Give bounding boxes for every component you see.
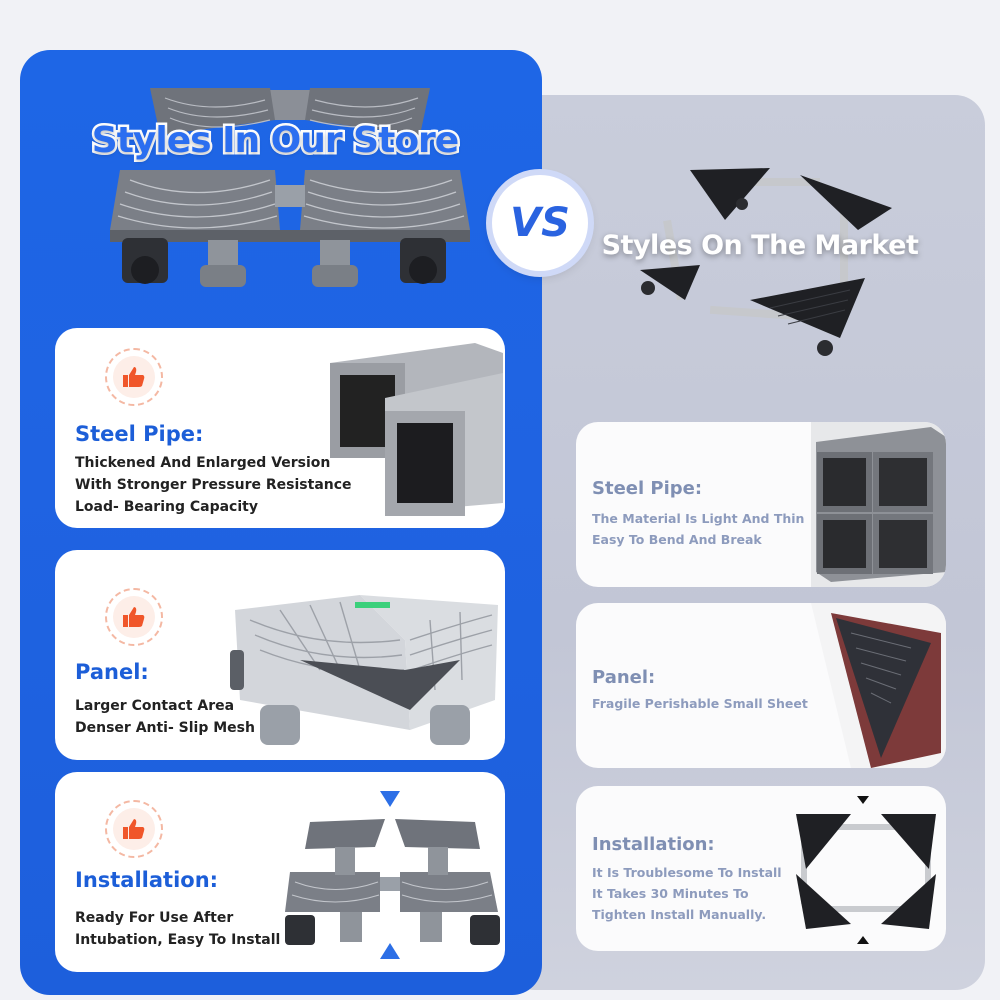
our-panel-heading: Panel:: [75, 660, 149, 684]
thumbs-up-icon: [105, 800, 163, 858]
our-steel-pipe-card: Steel Pipe: Thickened And Enlarged Versi…: [55, 328, 505, 528]
market-installation-card: Installation: It Is Troublesome To Insta…: [576, 786, 946, 951]
thumbs-up-icon: [105, 348, 163, 406]
market-steel-pipe-heading: Steel Pipe:: [592, 478, 703, 499]
market-installation-heading: Installation:: [592, 834, 715, 855]
our-panel-card: Panel: Larger Contact Area Denser Anti- …: [55, 550, 505, 760]
market-panel-card: Panel: Fragile Perishable Small Sheet: [576, 603, 946, 768]
our-steel-pipe-description: Thickened And Enlarged Version With Stro…: [75, 455, 352, 515]
manual-installation-image: [796, 796, 936, 944]
market-panel-description: Fragile Perishable Small Sheet: [592, 696, 808, 711]
our-store-title: Styles In Our Store: [89, 118, 461, 164]
thick-steel-pipe-image: [330, 343, 503, 516]
market-panel-heading: Panel:: [592, 667, 656, 688]
thin-steel-pipe-image: [811, 422, 946, 587]
arrow-up-icon: [380, 943, 400, 959]
vs-badge: VS: [492, 175, 588, 271]
our-steel-pipe-heading: Steel Pipe:: [75, 422, 204, 446]
arrow-down-icon: [380, 791, 400, 807]
market-title: Styles On The Market: [601, 230, 919, 261]
easy-installation-image: [285, 791, 500, 959]
arrow-down-icon: [857, 796, 869, 804]
small-sheet-panel-image: [811, 603, 946, 768]
arrow-up-icon: [857, 936, 869, 944]
thumbs-up-icon: [105, 588, 163, 646]
market-steel-pipe-card: Steel Pipe: The Material Is Light And Th…: [576, 422, 946, 587]
our-installation-description: Ready For Use After Intubation, Easy To …: [75, 910, 281, 948]
market-installation-description: It Is Troublesome To Install It Takes 30…: [592, 865, 782, 922]
anti-slip-panel-image: [230, 595, 498, 745]
market-steel-pipe-description: The Material Is Light And Thin Easy To B…: [592, 511, 805, 547]
market-base-image: [640, 168, 892, 356]
our-installation-card: Installation: Ready For Use After Intuba…: [55, 772, 505, 972]
our-store-base-image: [110, 88, 470, 287]
our-panel-description: Larger Contact Area Denser Anti- Slip Me…: [75, 698, 255, 736]
our-installation-heading: Installation:: [75, 868, 219, 892]
